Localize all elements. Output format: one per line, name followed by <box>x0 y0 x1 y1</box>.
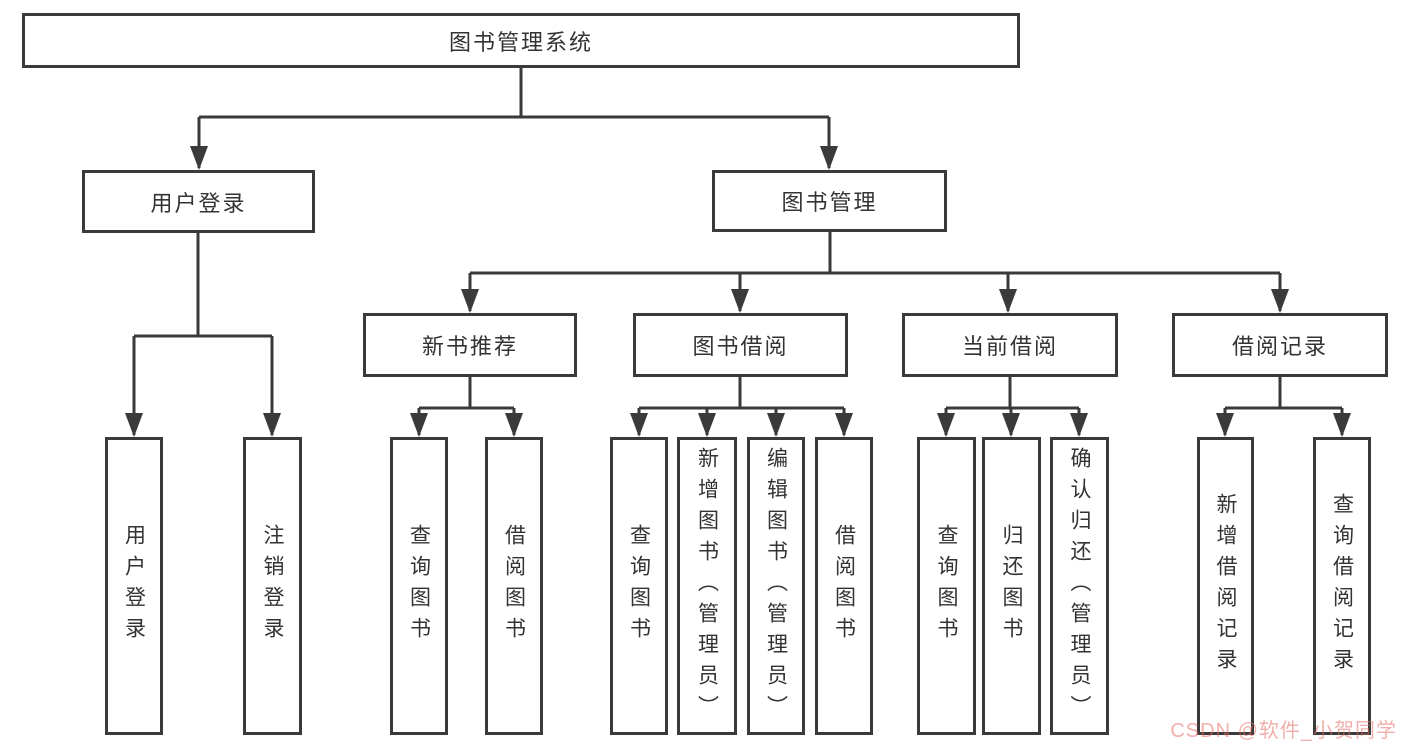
edges-book-mgmt-to-level3 <box>461 232 1289 313</box>
leaf-add-borrow-record-label: 新增借阅记录 <box>1214 493 1237 679</box>
leaf-query-books-borrowing: 查询图书 <box>610 437 668 735</box>
node-root-label: 图书管理系统 <box>448 29 593 55</box>
node-new-book-recommend-label: 新书推荐 <box>421 334 518 359</box>
leaf-query-books-recommend: 查询图书 <box>390 437 448 735</box>
leaf-add-borrow-record: 新增借阅记录 <box>1197 437 1254 735</box>
leaf-confirm-return-admin: 确认归还（管理员） <box>1050 437 1109 735</box>
node-user-login: 用户登录 <box>82 170 315 233</box>
node-book-management: 图书管理 <box>712 170 947 232</box>
leaf-confirm-return-admin-label: 确认归还（管理员） <box>1068 446 1091 726</box>
leaf-query-books-borrowing-label: 查询图书 <box>627 524 651 648</box>
node-borrowing-records: 借阅记录 <box>1172 313 1388 377</box>
leaf-return-books: 归还图书 <box>982 437 1041 735</box>
node-book-management-label: 图书管理 <box>781 190 878 215</box>
leaf-logout-label: 注销登录 <box>261 524 284 648</box>
leaf-add-book-admin: 新增图书（管理员） <box>677 437 737 735</box>
leaf-query-books-recommend-label: 查询图书 <box>407 524 431 648</box>
node-new-book-recommend: 新书推荐 <box>363 313 577 377</box>
node-current-borrowing: 当前借阅 <box>902 313 1118 377</box>
leaf-edit-book-admin-label: 编辑图书（管理员） <box>764 446 788 726</box>
node-root-library-system: 图书管理系统 <box>22 13 1020 68</box>
leaf-query-borrow-record: 查询借阅记录 <box>1313 437 1371 735</box>
node-current-borrowing-label: 当前借阅 <box>961 334 1058 359</box>
leaf-borrow-books-recommend-label: 借阅图书 <box>502 524 526 648</box>
leaf-edit-book-admin: 编辑图书（管理员） <box>747 437 805 735</box>
node-book-borrowing-label: 图书借阅 <box>692 334 789 359</box>
leaf-user-login-label: 用户登录 <box>122 524 146 648</box>
leaf-user-login: 用户登录 <box>105 437 163 735</box>
edges-user-login-children <box>125 233 281 437</box>
edges-new-book-rec-children <box>410 377 523 437</box>
leaf-return-books-label: 归还图书 <box>1000 524 1023 648</box>
leaf-borrow-books-recommend: 借阅图书 <box>485 437 543 735</box>
edges-book-borrow-children <box>630 377 853 437</box>
edges-borrow-records-children <box>1216 377 1351 437</box>
leaf-borrow-books: 借阅图书 <box>815 437 873 735</box>
csdn-watermark: CSDN @软件_小贺同学 <box>1170 720 1397 742</box>
edges-current-borrow-children <box>937 377 1088 437</box>
leaf-borrow-books-label: 借阅图书 <box>832 524 856 648</box>
node-borrowing-records-label: 借阅记录 <box>1231 334 1328 359</box>
leaf-add-book-admin-label: 新增图书（管理员） <box>695 446 719 726</box>
edges-root-to-level2 <box>190 68 838 170</box>
leaf-query-books-current-label: 查询图书 <box>935 524 958 648</box>
node-user-login-label: 用户登录 <box>150 190 247 216</box>
node-book-borrowing: 图书借阅 <box>633 313 848 377</box>
leaf-logout: 注销登录 <box>243 437 302 735</box>
leaf-query-books-current: 查询图书 <box>917 437 976 735</box>
leaf-query-borrow-record-label: 查询借阅记录 <box>1330 493 1354 679</box>
